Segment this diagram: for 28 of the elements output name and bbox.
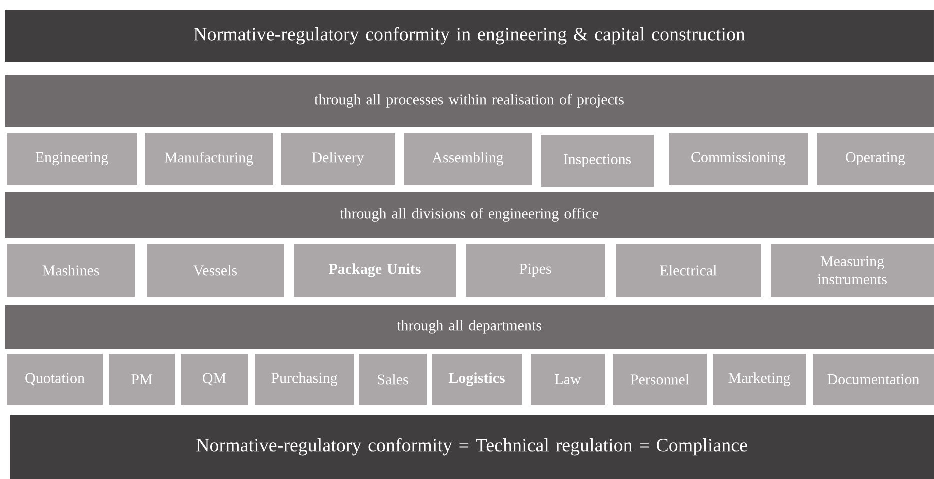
header-band: Normative-regulatory conformity in engineering & capital construction	[5, 10, 934, 62]
category-box: Logistics	[432, 354, 522, 405]
category-box: Measuring instruments	[771, 244, 934, 297]
category-box: Marketing	[713, 354, 806, 405]
category-box: Delivery	[281, 133, 395, 185]
category-box: Operating	[817, 133, 934, 185]
category-box: Mashines	[7, 244, 135, 297]
category-box: PM	[109, 354, 175, 405]
footer-band: Normative-regulatory conformity = Technical regulation = Compliance	[10, 414, 934, 479]
category-box: Assembling	[404, 133, 532, 185]
category-box: Electrical	[616, 244, 761, 297]
category-box: Law	[531, 354, 605, 405]
category-box: Engineering	[7, 133, 137, 185]
category-box: Quotation	[7, 354, 104, 405]
category-box: Manufacturing	[145, 133, 273, 185]
category-box: Documentation	[813, 354, 934, 405]
category-box: Commissioning	[669, 133, 808, 185]
category-box: Purchasing	[255, 354, 354, 405]
category-box: Personnel	[613, 354, 707, 405]
section-band: through all divisions of engineering office	[5, 192, 934, 238]
category-box: Package Units	[294, 244, 456, 297]
section-band: through all departments	[5, 305, 934, 349]
category-box: Sales	[359, 354, 427, 405]
category-box: QM	[181, 354, 248, 405]
category-box: Vessels	[147, 244, 284, 297]
section-band: through all processes within realisation of projects	[5, 75, 934, 127]
category-box: Inspections	[541, 135, 654, 187]
category-box: Pipes	[466, 244, 605, 297]
